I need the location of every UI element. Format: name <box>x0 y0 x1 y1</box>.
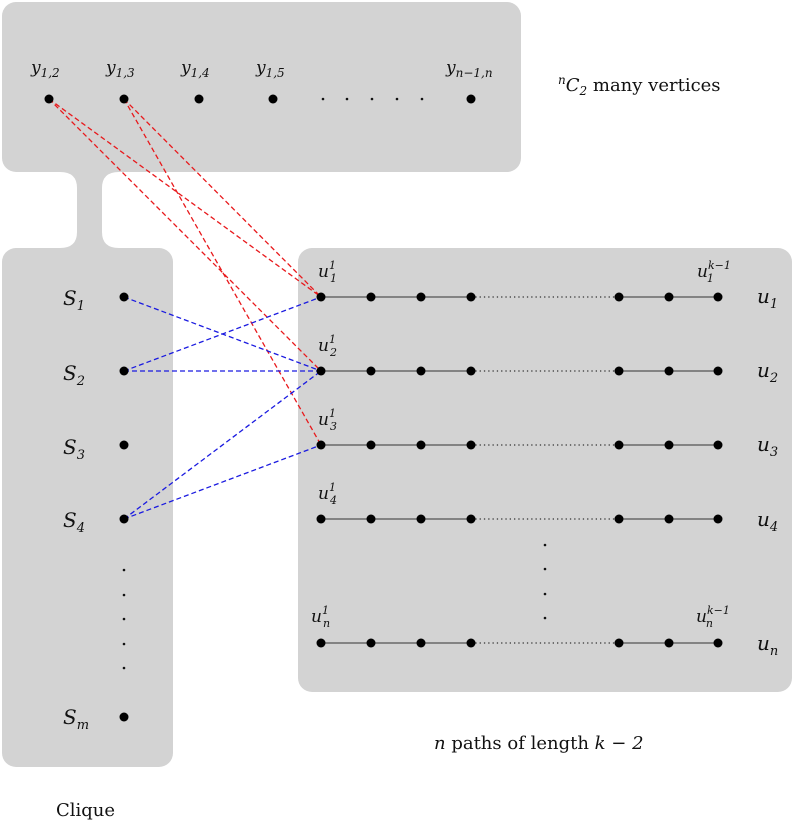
clique-box <box>2 248 173 767</box>
red-dashed-edge <box>123 98 322 298</box>
connector-left-curve <box>60 172 77 188</box>
path-vertex <box>316 366 326 376</box>
path-vertex <box>416 366 426 376</box>
paths-ellipsis <box>543 543 547 620</box>
top-label-1: y1,2 <box>30 58 60 80</box>
path-vertex <box>316 514 326 524</box>
red-dashed-edge <box>48 98 322 372</box>
top-vertex <box>119 94 129 104</box>
blue-dashed-edge <box>123 444 322 520</box>
path-vertex <box>664 292 674 302</box>
top-label-4: y1,5 <box>255 58 285 80</box>
path-vertex <box>366 366 376 376</box>
clique-ellipsis <box>122 568 126 670</box>
clique-label-3: S3 <box>63 435 85 463</box>
path-vertex <box>416 514 426 524</box>
vertex-set-box <box>2 2 521 172</box>
connector-right-curve <box>102 172 119 188</box>
path-vertex <box>466 514 476 524</box>
path-vertex <box>614 638 624 648</box>
path-vertex <box>713 366 723 376</box>
path-vertex <box>713 440 723 450</box>
path-vertex <box>664 638 674 648</box>
path-vertex <box>664 366 674 376</box>
edge-layer <box>48 98 322 520</box>
top-label-3: y1,4 <box>180 58 210 80</box>
node-layer <box>44 94 723 722</box>
path-name-3: u3 <box>757 432 778 460</box>
clique-label-m: Sm <box>63 705 89 733</box>
red-dashed-edge <box>48 98 322 298</box>
vertex-count-caption: nC2 many vertices <box>558 73 721 98</box>
clique-vertex <box>119 514 129 524</box>
path-vertex <box>614 366 624 376</box>
path-vertex <box>664 514 674 524</box>
clique-vertex <box>119 712 129 722</box>
path-name-4: u4 <box>757 507 778 535</box>
path-vertex <box>614 292 624 302</box>
path-vertex <box>416 638 426 648</box>
path-vertex <box>316 440 326 450</box>
path-vertex <box>664 440 674 450</box>
clique-vertex <box>119 366 129 376</box>
top-vertex <box>194 94 204 104</box>
clique-label-2: S2 <box>63 361 85 389</box>
path-vertex <box>366 440 376 450</box>
top-vertex <box>466 94 476 104</box>
path-vertex <box>366 514 376 524</box>
path-vertex <box>466 292 476 302</box>
clique-caption: Clique <box>56 800 115 821</box>
path-vertex <box>614 514 624 524</box>
path-name-1: u1 <box>757 284 778 312</box>
path-vertex <box>316 638 326 648</box>
connector-bottom-right <box>102 232 119 248</box>
path-vertex <box>713 514 723 524</box>
top-label-2: y1,3 <box>105 58 135 80</box>
path-vertex <box>713 292 723 302</box>
clique-label-1: S1 <box>63 286 85 314</box>
path-vertex <box>466 440 476 450</box>
top-label-5: yn−1,n <box>445 58 493 80</box>
red-dashed-edge <box>123 98 322 446</box>
path-name-2: u2 <box>757 358 778 386</box>
paths-box <box>298 248 792 692</box>
blue-dashed-edge <box>123 370 322 520</box>
top-vertex <box>268 94 278 104</box>
path-name-n: un <box>757 631 778 659</box>
path-vertex <box>466 366 476 376</box>
clique-vertex <box>119 440 129 450</box>
path-vertex <box>713 638 723 648</box>
paths-caption: n paths of length k − 2 <box>434 733 644 754</box>
path-vertex <box>366 292 376 302</box>
connector-bottom-left <box>60 232 77 248</box>
clique-label-4: S4 <box>63 508 85 536</box>
connector-neck <box>77 166 102 254</box>
path-vertex <box>366 638 376 648</box>
path-vertex <box>316 292 326 302</box>
clique-vertex <box>119 292 129 302</box>
path-vertex <box>416 440 426 450</box>
blue-dashed-edge <box>123 296 322 372</box>
path-vertex <box>466 638 476 648</box>
path-vertex <box>416 292 426 302</box>
path-vertex <box>614 440 624 450</box>
top-ellipsis <box>321 97 424 101</box>
top-vertex <box>44 94 54 104</box>
